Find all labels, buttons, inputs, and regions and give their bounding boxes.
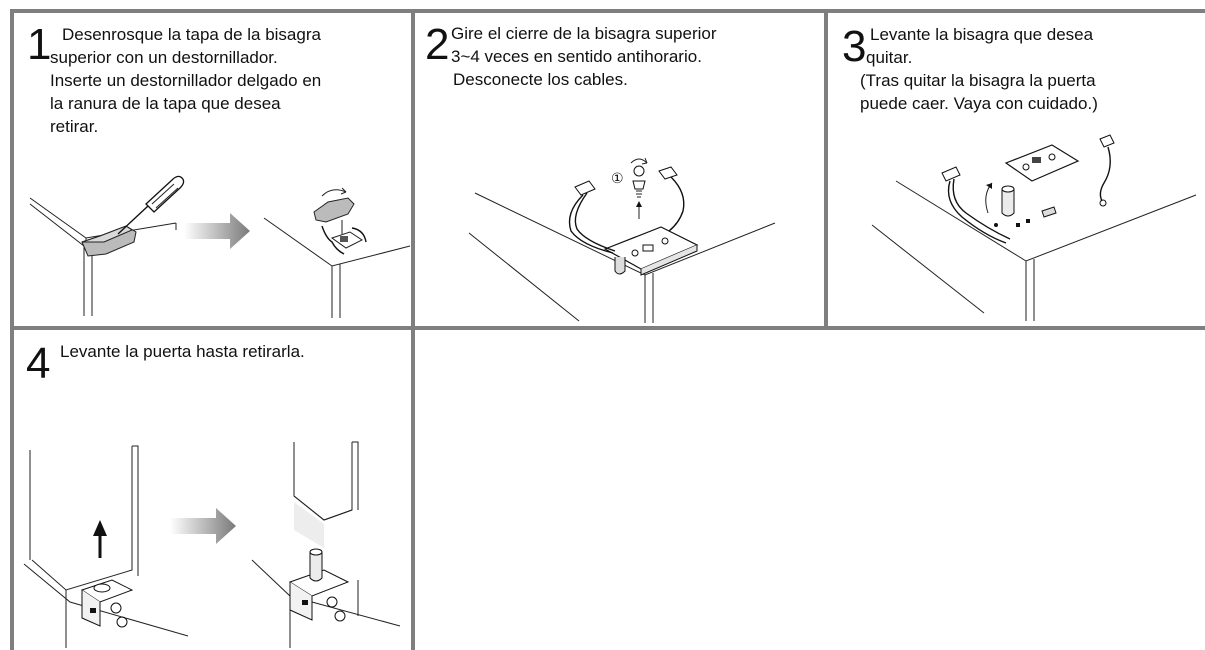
step-2-line-3: Desconecte los cables.: [453, 70, 628, 89]
step-3-line-2: quitar.: [866, 48, 913, 67]
step-2-number: 2: [425, 20, 450, 69]
left-border: [10, 9, 14, 650]
cable-icon: [941, 134, 1115, 244]
top-border: [10, 9, 1205, 13]
hinge-icon: [288, 548, 350, 622]
divider-2-3: [824, 9, 828, 330]
step-2-panel: 2 Gire el cierre de la bisagra superior …: [415, 13, 824, 326]
arrow-up-icon: [93, 520, 107, 558]
screw-icon: [630, 157, 648, 219]
step-3-line-1: Levante la bisagra que desea: [870, 25, 1094, 44]
arrow-right-icon: [170, 508, 236, 544]
step-2-illustration: ①: [468, 157, 776, 323]
middle-border: [10, 326, 1205, 330]
step-2-text: Gire el cierre de la bisagra superior 3~…: [451, 22, 717, 91]
step-1-line-2: superior con un destornillador.: [50, 48, 278, 67]
step-2-line-1: Gire el cierre de la bisagra superior: [451, 24, 717, 43]
hinge-icon: [985, 144, 1080, 217]
hinge-cover-icon: [81, 225, 137, 257]
step-4-number: 4: [26, 339, 51, 388]
hinge-cover-icon: [313, 187, 355, 223]
step-3-line-4: puede caer. Vaya con cuidado.): [860, 94, 1098, 113]
step-1-line-5: retirar.: [50, 117, 99, 136]
step-1-line-4: la ranura de la tapa que desea: [50, 94, 281, 113]
step-1-illustration-a: [29, 175, 185, 316]
step-1-line-3: Inserte un destornillador delgado en: [50, 71, 322, 90]
step-3-illustration: [871, 134, 1197, 321]
cable-icon: [568, 166, 685, 254]
step-4-panel: 4 Levante la puerta hasta retirarla.: [14, 330, 411, 650]
screwdriver-icon: [117, 175, 185, 235]
step-3-number: 3: [842, 22, 867, 71]
step-3-line-3: (Tras quitar la bisagra la puerta: [860, 71, 1096, 90]
step-4-illustration-a: [23, 445, 189, 648]
step-1-text: Desenrosque la tapa de la bisagra superi…: [50, 23, 321, 138]
step-3-panel: 3 Levante la bisagra que desea quitar. (…: [828, 13, 1205, 326]
step-2-line-2: 3~4 veces en sentido antihorario.: [451, 47, 702, 66]
step-1-line-1: Desenrosque la tapa de la bisagra: [62, 25, 321, 44]
step-1-number: 1: [27, 20, 52, 69]
hinge-icon: [321, 220, 367, 255]
step-4-illustration-b: [251, 441, 401, 648]
hinge-icon: [80, 579, 134, 628]
step-1-panel: 1 Desenrosque la tapa de la bisagra supe…: [14, 13, 411, 326]
step-1-illustration-b: [263, 187, 411, 318]
callout-1: ①: [611, 171, 624, 187]
step-4-line-1: Levante la puerta hasta retirarla.: [60, 342, 305, 361]
hinge-icon: [603, 226, 699, 276]
divider-1-2: [411, 9, 415, 650]
step-4-text: Levante la puerta hasta retirarla.: [60, 340, 305, 363]
step-3-text: Levante la bisagra que desea quitar. (Tr…: [860, 23, 1098, 115]
arrow-right-icon: [184, 213, 250, 249]
